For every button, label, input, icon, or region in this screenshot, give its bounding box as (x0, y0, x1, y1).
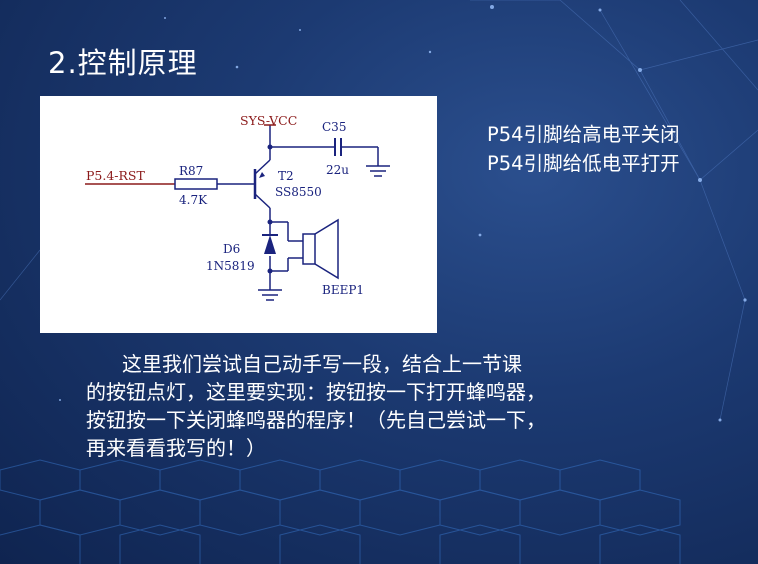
diode-ref-label: D6 (223, 242, 240, 256)
transistor-ref-label: T2 (278, 169, 294, 183)
capacitor-value-label: 22u (326, 163, 349, 177)
diode-part-label: 1N5819 (206, 259, 255, 273)
note-low-level: P54引脚给低电平打开 (487, 152, 680, 175)
control-notes: P54引脚给高电平关闭 P54引脚给低电平打开 (487, 120, 680, 178)
resistor-value-label: 4.7K (179, 193, 208, 207)
buzzer-driver-schematic: SYS-VCC P5.4-RST R87 4.7K T2 SS8550 C35 … (85, 113, 390, 301)
circuit-diagram: SYS-VCC P5.4-RST R87 4.7K T2 SS8550 C35 … (40, 96, 437, 333)
transistor-part-label: SS8550 (275, 185, 322, 199)
buzzer-symbol (302, 233, 316, 265)
slide-title: 2.控制原理 (48, 46, 198, 80)
diode-symbol (264, 235, 276, 254)
resistor-symbol (174, 178, 218, 190)
resistor-ref-label: R87 (179, 164, 203, 178)
capacitor-ref-label: C35 (322, 120, 346, 134)
note-high-level: P54引脚给高电平关闭 (487, 123, 680, 146)
body-line: 再来看看我写的！） (86, 436, 266, 460)
body-line: 的按钮点灯，这里要实现：按钮按一下打开蜂鸣器， (86, 380, 546, 404)
body-paragraph: 这里我们尝试自己动手写一段，结合上一节课 的按钮点灯，这里要实现：按钮按一下打开… (86, 350, 686, 462)
vcc-net-label: SYS-VCC (240, 113, 297, 128)
body-line: 这里我们尝试自己动手写一段，结合上一节课 (122, 352, 522, 376)
input-net-label: P5.4-RST (86, 168, 145, 183)
buzzer-ref-label: BEEP1 (322, 283, 364, 297)
body-line: 按钮按一下关闭蜂鸣器的程序！（先自己尝试一下， (86, 408, 546, 432)
